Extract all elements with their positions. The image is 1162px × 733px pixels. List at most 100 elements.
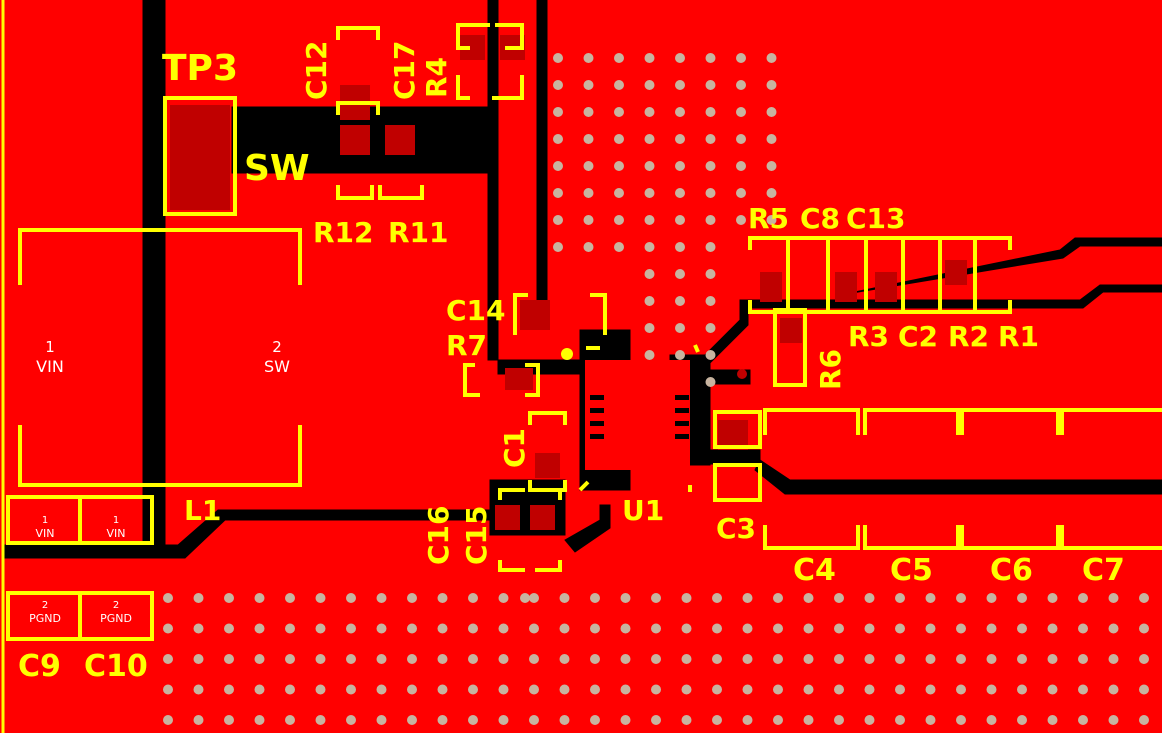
via — [644, 215, 655, 225]
via — [590, 715, 600, 725]
l1-pin2-number: 2 — [272, 338, 282, 356]
via — [766, 107, 777, 117]
via — [712, 623, 722, 634]
via — [315, 715, 326, 725]
via — [620, 593, 631, 603]
via — [681, 715, 692, 725]
via — [705, 215, 716, 225]
via — [681, 654, 692, 664]
via — [986, 684, 997, 695]
c9-pin2-number: 2 — [42, 600, 48, 611]
via — [864, 593, 875, 603]
via — [1139, 654, 1149, 664]
via — [651, 654, 661, 664]
via — [644, 188, 655, 198]
via — [803, 684, 814, 695]
c10-pin1-number: 1 — [113, 515, 119, 526]
via — [766, 188, 777, 198]
via — [285, 715, 295, 725]
via — [346, 654, 356, 664]
via — [468, 654, 478, 664]
via — [712, 593, 722, 603]
ref-r7: R7 — [446, 329, 487, 362]
via — [590, 593, 600, 603]
via — [1078, 715, 1088, 725]
l1-pin1-net: VIN — [36, 357, 64, 376]
c10-pin2-number: 2 — [113, 600, 119, 611]
via — [675, 296, 685, 306]
via — [736, 215, 746, 225]
via — [736, 53, 746, 63]
via — [553, 53, 563, 63]
via — [675, 242, 685, 252]
via — [163, 684, 173, 695]
via — [583, 80, 594, 90]
via — [376, 684, 387, 695]
via — [651, 715, 661, 725]
via — [705, 107, 716, 117]
via — [498, 684, 509, 695]
via — [1108, 654, 1119, 664]
ref-r11: R11 — [388, 216, 449, 249]
via — [644, 161, 655, 171]
via — [559, 593, 570, 603]
ref-c2: C2 — [898, 320, 938, 353]
via — [742, 684, 753, 695]
via — [1108, 593, 1119, 603]
via — [1139, 593, 1149, 603]
ref-r1: R1 — [998, 320, 1039, 353]
via — [614, 188, 624, 198]
via — [773, 715, 783, 725]
ref-c9: C9 — [18, 649, 61, 684]
via — [407, 623, 417, 634]
via — [895, 593, 905, 603]
via — [224, 593, 234, 603]
via — [498, 623, 509, 634]
pin1-marker — [561, 348, 573, 360]
via — [614, 107, 624, 117]
via — [644, 107, 655, 117]
via — [986, 623, 997, 634]
via — [834, 715, 844, 725]
via — [712, 654, 722, 664]
via — [590, 654, 600, 664]
via — [705, 269, 716, 279]
via — [705, 134, 716, 144]
via — [834, 623, 844, 634]
via — [583, 188, 594, 198]
via — [163, 654, 173, 664]
ref-c1: C1 — [498, 428, 531, 468]
via — [529, 654, 539, 664]
ref-r3: R3 — [848, 320, 889, 353]
via — [742, 623, 753, 634]
via — [1078, 654, 1088, 664]
via — [315, 623, 326, 634]
via — [407, 593, 417, 603]
via — [468, 684, 478, 695]
ref-r6: R6 — [814, 349, 847, 390]
via — [1108, 684, 1119, 695]
via — [163, 593, 173, 603]
via — [705, 377, 716, 387]
u1-package — [585, 360, 690, 470]
via — [705, 242, 716, 252]
via — [529, 715, 539, 725]
via — [553, 242, 563, 252]
via — [437, 593, 448, 603]
via — [681, 593, 692, 603]
via — [315, 593, 326, 603]
via — [956, 623, 966, 634]
l1-pin1-number: 1 — [45, 338, 55, 356]
via — [766, 134, 777, 144]
via — [681, 623, 692, 634]
c9-pin1-net: VIN — [36, 527, 55, 540]
ref-c16: C16 — [422, 505, 455, 565]
via — [193, 593, 204, 603]
via — [163, 623, 173, 634]
via — [773, 684, 783, 695]
via — [315, 654, 326, 664]
via — [553, 161, 563, 171]
via — [1108, 623, 1119, 634]
via — [614, 134, 624, 144]
